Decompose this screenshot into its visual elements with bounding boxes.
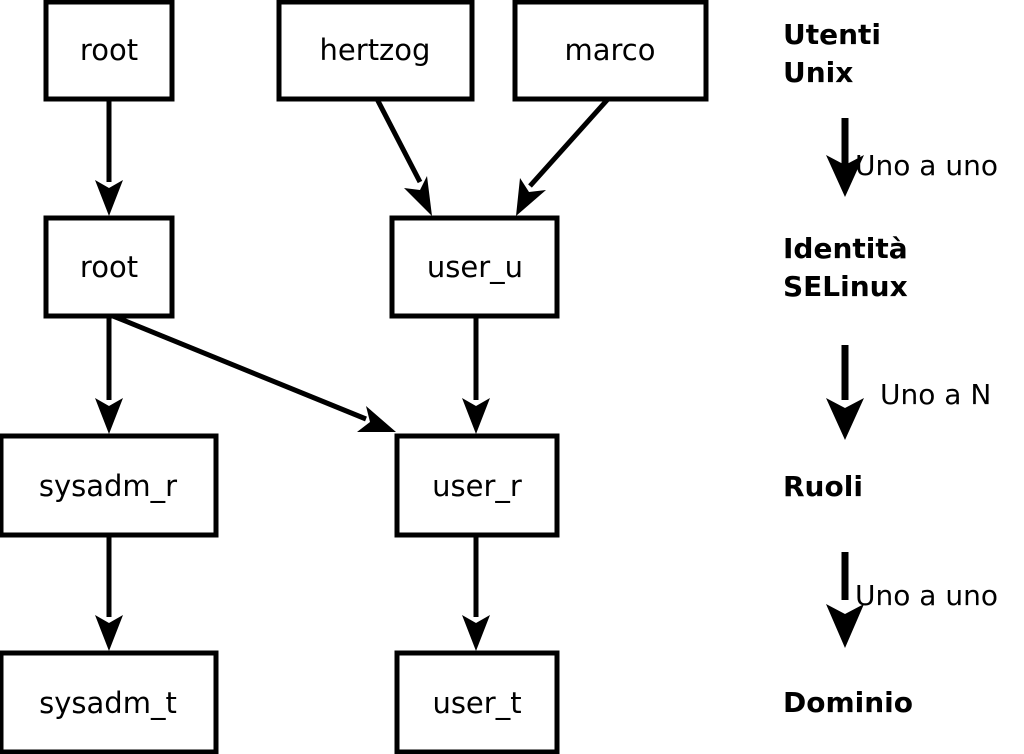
node-domain-sysadm-t[interactable]: sysadm_t bbox=[0, 650, 219, 754]
node-label: user_t bbox=[432, 686, 521, 720]
node-role-user-r[interactable]: user_r bbox=[394, 433, 560, 538]
legend-level-line: Unix bbox=[783, 56, 853, 89]
node-unix-marco[interactable]: marco bbox=[512, 0, 709, 102]
legend-level-ruoli: Ruoli bbox=[783, 470, 863, 503]
node-box[interactable] bbox=[43, 0, 175, 102]
legend-level-line: Dominio bbox=[783, 686, 913, 719]
node-label: root bbox=[80, 33, 138, 67]
arrow-head-icon bbox=[462, 398, 490, 434]
legend-level-line: Identità bbox=[783, 232, 908, 265]
node-label: sysadm_t bbox=[39, 686, 177, 720]
node-label: hertzog bbox=[320, 33, 431, 67]
node-domain-user-t[interactable]: user_t bbox=[394, 650, 560, 754]
node-label: root bbox=[80, 250, 138, 284]
node-box[interactable] bbox=[512, 0, 709, 102]
node-box[interactable] bbox=[43, 215, 175, 319]
arrow-head-icon bbox=[95, 398, 123, 434]
legend-level-line: Ruoli bbox=[783, 470, 863, 503]
arrow-head-icon bbox=[357, 406, 396, 432]
legend-level-line: SELinux bbox=[783, 270, 908, 303]
node-label: user_r bbox=[432, 469, 522, 503]
legend-arrow-one-to-one-first: Uno a uno bbox=[826, 118, 998, 197]
legend-level-identita-selinux: Identità SELinux bbox=[783, 232, 908, 303]
node-box[interactable] bbox=[389, 215, 560, 319]
node-label: marco bbox=[565, 33, 656, 67]
node-box[interactable] bbox=[394, 433, 560, 538]
node-identity-user-u[interactable]: user_u bbox=[389, 215, 560, 319]
arrow-head-icon bbox=[826, 398, 864, 440]
edge-identity-root-to-user-r bbox=[112, 313, 396, 432]
edge-hertzog-to-user-u bbox=[374, 97, 432, 216]
edge-line bbox=[374, 97, 423, 184]
node-label: sysadm_r bbox=[39, 469, 177, 503]
node-unix-root[interactable]: root bbox=[43, 0, 175, 102]
node-label: user_u bbox=[427, 250, 523, 284]
edge-marco-to-user-u bbox=[516, 97, 610, 216]
legend-level-dominio: Dominio bbox=[783, 686, 913, 719]
legend-relation-label: Uno a N bbox=[880, 378, 991, 411]
node-identity-root[interactable]: root bbox=[43, 215, 175, 319]
edge-sysadm-r-to-sysadm-t bbox=[95, 535, 123, 651]
arrow-head-icon bbox=[95, 180, 123, 216]
legend-level-line: Utenti bbox=[783, 18, 881, 51]
edge-line bbox=[528, 97, 610, 188]
legend-level-utenti-unix: Utenti Unix bbox=[783, 18, 881, 89]
edge-line bbox=[112, 313, 367, 422]
arrow-head-icon bbox=[516, 178, 546, 216]
arrow-head-icon bbox=[826, 155, 864, 197]
legend-arrow-one-to-n: Uno a N bbox=[826, 345, 991, 440]
node-box[interactable] bbox=[276, 0, 475, 102]
node-box[interactable] bbox=[0, 433, 219, 538]
legend-arrow-one-to-one-second: Uno a uno bbox=[826, 552, 998, 648]
node-unix-hertzog[interactable]: hertzog bbox=[276, 0, 475, 102]
node-box[interactable] bbox=[394, 650, 560, 754]
legend-relation-label: Uno a uno bbox=[855, 579, 998, 612]
node-box[interactable] bbox=[0, 650, 219, 754]
node-role-sysadm-r[interactable]: sysadm_r bbox=[0, 433, 219, 538]
edge-user-u-to-user-r bbox=[462, 316, 490, 434]
edge-unix-root-to-identity-root bbox=[95, 99, 123, 216]
edge-user-r-to-user-t bbox=[462, 535, 490, 651]
arrow-head-icon bbox=[826, 604, 864, 648]
arrow-head-icon bbox=[462, 615, 490, 651]
arrow-head-icon bbox=[95, 615, 123, 651]
arrow-head-icon bbox=[404, 176, 432, 216]
legend-relation-label: Uno a uno bbox=[855, 149, 998, 182]
edge-identity-root-to-sysadm-r bbox=[95, 316, 123, 434]
